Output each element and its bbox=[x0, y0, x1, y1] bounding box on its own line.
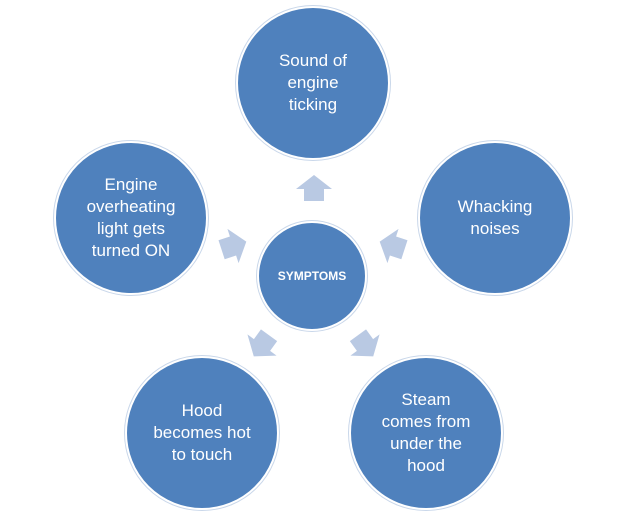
symptom-label: Engine overheating light gets turned ON bbox=[86, 175, 176, 260]
symptom-node-bottom-right: Steam comes from under the hood bbox=[349, 356, 503, 510]
arrow-to-bottom-right bbox=[349, 329, 380, 357]
symptom-label: Steam comes from under the hood bbox=[381, 390, 471, 475]
symptom-label: Whacking noises bbox=[457, 197, 533, 238]
arrow-to-bottom-left bbox=[247, 329, 278, 357]
symptom-node-top: Sound of engine ticking bbox=[236, 6, 390, 160]
arrow-to-right bbox=[379, 228, 408, 264]
symptom-node-left: Engine overheating light gets turned ON bbox=[54, 141, 208, 295]
arrow-to-top bbox=[296, 175, 332, 201]
center-label: SYMPTOMS bbox=[277, 269, 347, 283]
symptom-node-bottom-left: Hood becomes hot to touch bbox=[125, 356, 279, 510]
symptom-node-right: Whacking noises bbox=[418, 141, 572, 295]
center-node: SYMPTOMS bbox=[257, 221, 367, 331]
symptom-label: Hood becomes hot to touch bbox=[153, 401, 251, 464]
arrow-to-left bbox=[218, 228, 247, 264]
symptom-label: Sound of engine ticking bbox=[278, 51, 348, 114]
